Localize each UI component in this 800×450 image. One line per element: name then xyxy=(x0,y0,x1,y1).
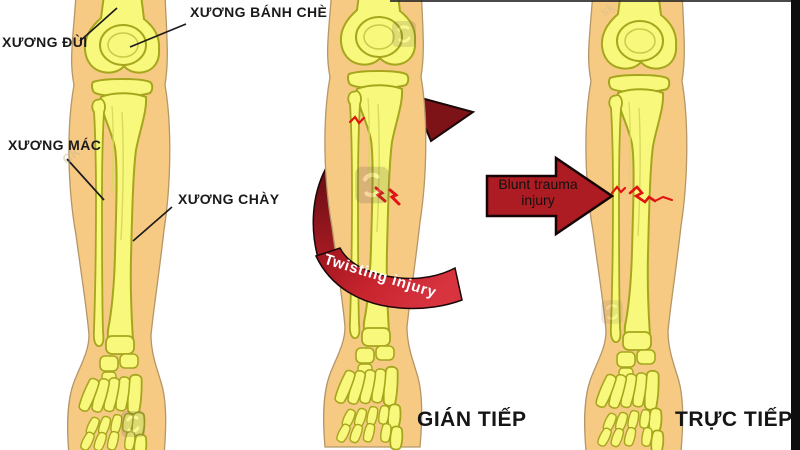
patella-pointer-line xyxy=(129,23,187,48)
leg-illustration-blunt xyxy=(585,0,687,450)
right-edge-border xyxy=(791,0,800,450)
tibia-pointer-line xyxy=(132,206,173,242)
femur-label: XƯƠNG ĐÙI xyxy=(2,34,88,50)
label-pointer-lines xyxy=(66,7,187,242)
tibia-label: XƯƠNG CHÀY xyxy=(178,191,280,207)
stock-watermark-icon xyxy=(355,167,389,203)
stock-watermark-icon xyxy=(390,19,418,49)
leg-illustration-anatomy xyxy=(68,0,170,450)
stock-watermark-icon xyxy=(599,298,625,326)
twisting-ribbon-front xyxy=(314,247,463,310)
twisting-ribbon-arrowhead xyxy=(417,96,476,143)
caption-indirect: GIÁN TIẾP xyxy=(417,408,527,431)
top-edge-border xyxy=(390,0,800,2)
blunt-trauma-arrow xyxy=(485,155,615,237)
leg-illustration-twisting xyxy=(324,0,426,450)
fracture-marks-direct xyxy=(610,185,673,204)
femur-pointer-line xyxy=(79,7,118,42)
patella-label: XƯƠNG BÁNH CHÈ xyxy=(190,4,328,20)
caption-direct: TRỰC TIẾP xyxy=(675,408,793,431)
stock-watermark-icon xyxy=(119,409,147,439)
blunt-trauma-injury-label: Blunt trauma injury xyxy=(498,176,578,208)
fibula-label: XƯƠNG MÁC xyxy=(8,137,102,153)
fibula-pointer-line xyxy=(66,158,105,201)
